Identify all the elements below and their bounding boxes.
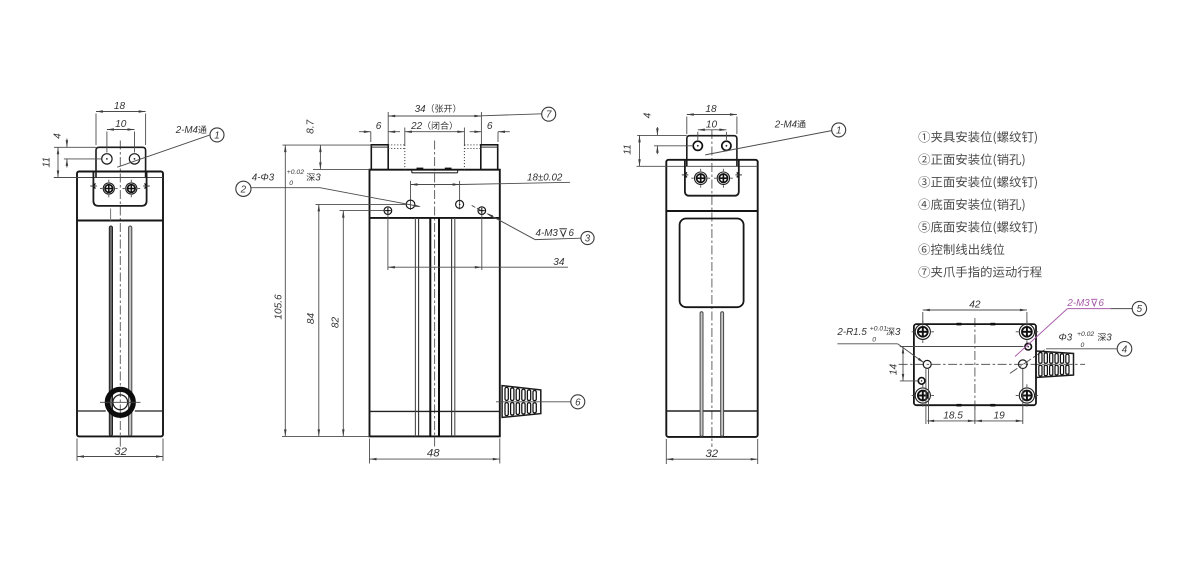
svg-text:42: 42: [969, 299, 981, 310]
svg-text:2: 2: [240, 184, 247, 195]
svg-text:19: 19: [993, 410, 1005, 421]
svg-text:3: 3: [895, 327, 901, 338]
svg-text:6: 6: [575, 397, 581, 408]
svg-text:6: 6: [376, 121, 382, 132]
svg-text:11: 11: [623, 144, 634, 154]
svg-text:2-M4: 2-M4: [774, 120, 798, 131]
svg-text:0: 0: [872, 336, 876, 343]
svg-text:18.5: 18.5: [943, 410, 963, 421]
svg-text:14: 14: [888, 364, 899, 376]
svg-text:22: 22: [410, 121, 422, 132]
svg-text:10: 10: [706, 119, 718, 130]
svg-text:4: 4: [1122, 344, 1128, 355]
svg-text:18±0.02: 18±0.02: [527, 172, 563, 183]
svg-text:4: 4: [642, 112, 653, 118]
svg-text:105.6: 105.6: [274, 294, 285, 320]
svg-text:4: 4: [53, 133, 64, 139]
svg-text:1: 1: [214, 130, 219, 141]
svg-text:Φ3: Φ3: [1059, 333, 1073, 344]
svg-text:6: 6: [487, 121, 493, 132]
svg-text:5: 5: [1137, 304, 1143, 315]
svg-text:+0.01: +0.01: [870, 325, 887, 332]
svg-text:0: 0: [289, 180, 293, 187]
svg-text:3: 3: [1106, 333, 1112, 344]
svg-text:+0.02: +0.02: [287, 169, 304, 176]
svg-text:4-Φ3: 4-Φ3: [252, 172, 275, 183]
svg-text:0: 0: [1081, 342, 1085, 349]
svg-text:34: 34: [415, 104, 426, 115]
svg-text:32: 32: [705, 448, 718, 460]
svg-text:11: 11: [42, 157, 53, 167]
svg-text:48: 48: [427, 448, 440, 460]
svg-text:3: 3: [315, 172, 321, 183]
svg-text:2-R1.5: 2-R1.5: [836, 327, 867, 338]
svg-text:84: 84: [306, 313, 317, 325]
svg-text:4-M3: 4-M3: [536, 228, 559, 239]
svg-text:3: 3: [585, 234, 591, 245]
svg-text:34: 34: [553, 257, 565, 268]
svg-text:10: 10: [115, 119, 127, 130]
svg-text:6: 6: [569, 228, 575, 239]
svg-text:6: 6: [1099, 298, 1105, 309]
svg-text:1: 1: [836, 125, 841, 136]
svg-text:+0.02: +0.02: [1077, 331, 1094, 338]
svg-text:32: 32: [114, 446, 127, 458]
svg-text:18: 18: [114, 101, 126, 112]
svg-text:2-M3: 2-M3: [1066, 298, 1090, 309]
svg-text:2-M4: 2-M4: [175, 125, 199, 136]
svg-text:18: 18: [705, 104, 717, 115]
svg-text:7: 7: [546, 110, 552, 121]
svg-text:8.7: 8.7: [306, 119, 317, 133]
svg-text:82: 82: [330, 317, 341, 329]
